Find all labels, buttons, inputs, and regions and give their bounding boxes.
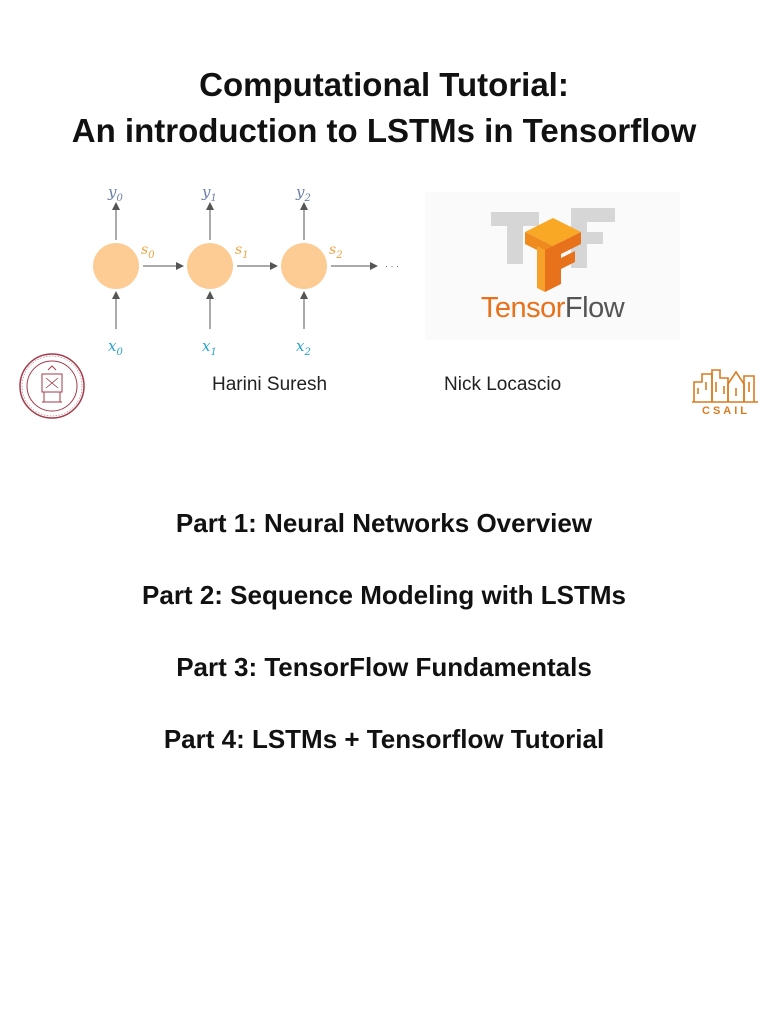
input-label: x0: [108, 337, 123, 358]
slide-title: Computational Tutorial: An introduction …: [0, 62, 768, 154]
output-label: y0: [107, 183, 123, 204]
output-label: y1: [201, 183, 217, 204]
part-item: Part 1: Neural Networks Overview: [175, 508, 593, 538]
author-name: Harini Suresh: [212, 374, 328, 395]
rnn-cell-node: [93, 243, 139, 289]
rnn-cell-node: [187, 243, 233, 289]
csail-logo: CSAIL: [688, 362, 764, 422]
tensorflow-wordmark: TensorFlow: [425, 292, 680, 325]
part-item: Part 3: TensorFlow Fundamentals: [176, 652, 592, 682]
tutorial-parts-list: Part 1: Neural Networks Overview Part 2:…: [0, 505, 768, 793]
author-name: Nick Locascio: [444, 374, 562, 395]
title-line-1: Computational Tutorial:: [199, 66, 569, 103]
tensorflow-mark-icon: [491, 208, 615, 292]
rnn-cell-node: [281, 243, 327, 289]
tensorflow-logo: TensorFlow: [425, 192, 680, 340]
part-item: Part 2: Sequence Modeling with LSTMs: [142, 580, 626, 610]
title-line-2: An introduction to LSTMs in Tensorflow: [71, 112, 697, 149]
csail-wordmark: CSAIL: [702, 405, 750, 417]
ellipsis-label: · · ·: [385, 261, 399, 271]
input-label: x1: [202, 337, 217, 358]
output-label: y2: [295, 183, 311, 204]
part-item: Part 4: LSTMs + Tensorflow Tutorial: [163, 724, 605, 754]
input-label: x2: [296, 337, 311, 358]
tensorflow-word-flow: Flow: [564, 292, 625, 324]
tensorflow-word-tensor: Tensor: [480, 292, 566, 324]
csail-buildings-icon: [692, 369, 758, 403]
state-label: s1: [235, 242, 249, 261]
rnn-unrolled-diagram: y0 s0 x0 y1 s1 x1 · · · y2 s2 x2: [93, 183, 399, 358]
mit-seal-logo: [19, 353, 85, 419]
state-label: s0: [141, 242, 155, 261]
state-label: s2: [329, 242, 343, 261]
